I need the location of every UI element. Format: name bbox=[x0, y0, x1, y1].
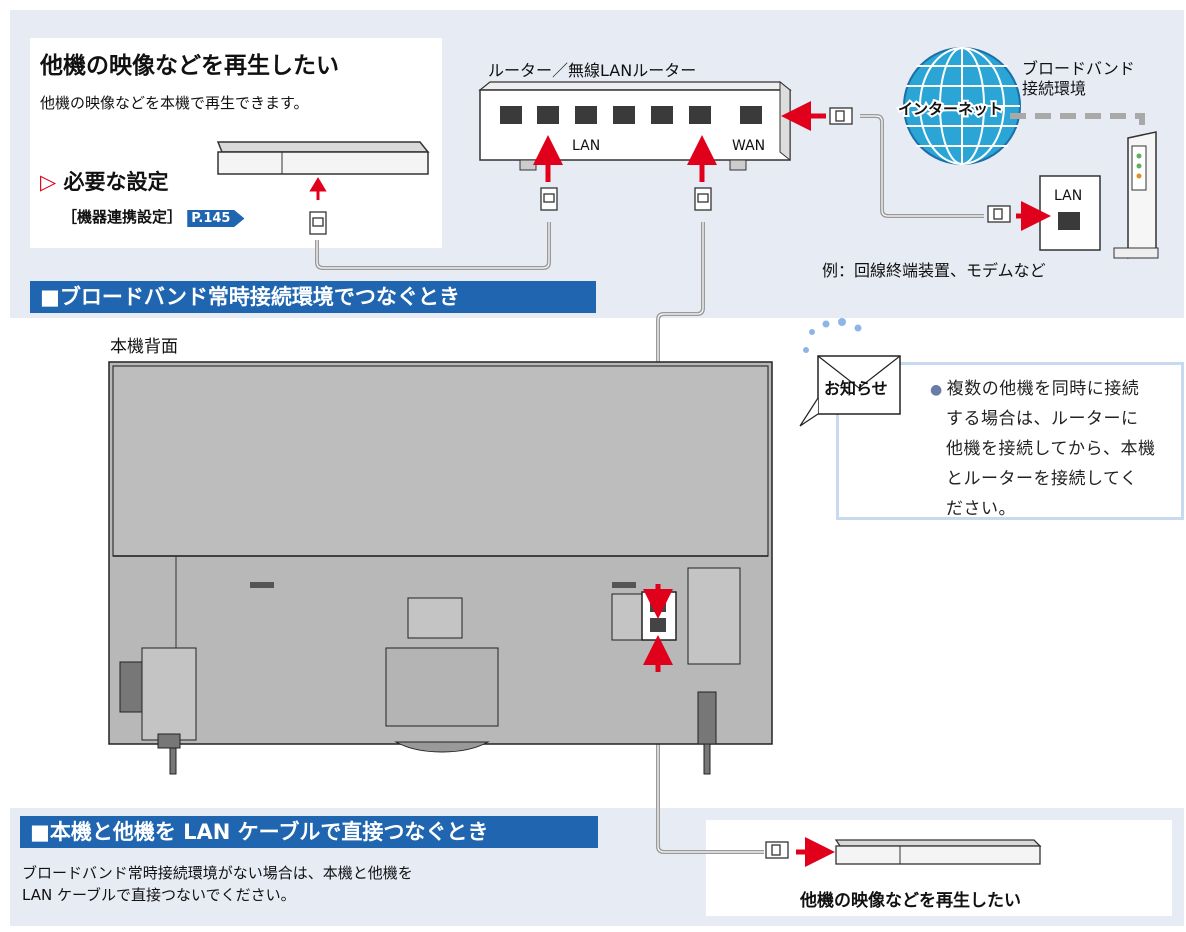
broadband-title-line1: ブロードバンド bbox=[1022, 59, 1135, 78]
setting-name: ［機器連携設定］ bbox=[62, 208, 183, 226]
router-title: ルーター／無線LANルーター bbox=[488, 61, 696, 80]
notice-line: する場合は、ルーターに bbox=[946, 409, 1139, 429]
notice-line: とルーターを接続してく bbox=[946, 469, 1138, 489]
tv-label: 本機背面 bbox=[110, 337, 178, 357]
playback-title: 他機の映像などを再生したい bbox=[40, 53, 339, 79]
notice-badge bbox=[799, 318, 901, 427]
router-lan-label: LAN bbox=[572, 138, 600, 154]
cable-recorder-router bbox=[315, 222, 551, 270]
internet-dashed-link bbox=[1010, 113, 1145, 132]
modem-device bbox=[1113, 131, 1159, 259]
direct-section-title: ■本機と他機を LAN ケーブルで直接つなぐとき bbox=[20, 816, 598, 848]
modem-example: 例：回線終端装置、モデムなど bbox=[822, 261, 1046, 280]
router-device bbox=[478, 80, 792, 171]
arrow-to-recorder bbox=[309, 177, 327, 200]
notice-line: ださい。 bbox=[946, 499, 1016, 519]
setting-reference: ［機器連携設定］ P.145 bbox=[62, 206, 245, 227]
modem-lan-label: LAN bbox=[1054, 188, 1082, 204]
broadband-section-title: ■ブロードバンド常時接続環境でつなぐとき bbox=[30, 281, 596, 313]
direct-desc-line1: ブロードバンド常時接続環境がない場合は、本機と他機を bbox=[22, 864, 413, 882]
internet-label: インターネット bbox=[898, 100, 1003, 118]
playback-subtitle: 他機の映像などを本機で再生できます。 bbox=[40, 94, 309, 112]
required-settings: ▷ 必要な設定 bbox=[40, 166, 168, 196]
recorder-device bbox=[216, 141, 430, 175]
tv-rear bbox=[108, 361, 773, 775]
internet-globe-icon bbox=[903, 47, 1021, 165]
notice-line: ●複数の他機を同時に接続 bbox=[930, 379, 1140, 399]
triangle-right-icon: ▷ bbox=[40, 170, 57, 194]
notice-line: 他機を接続してから、本機 bbox=[946, 439, 1156, 459]
router-wan-label: WAN bbox=[732, 138, 765, 154]
bottom-device-caption: 他機の映像などを再生したい bbox=[800, 891, 1021, 911]
bottom-device-box bbox=[706, 820, 1172, 916]
broadband-title-line2: 接続環境 bbox=[1022, 79, 1086, 98]
page-reference-badge[interactable]: P.145 bbox=[187, 210, 245, 227]
required-settings-label: 必要な設定 bbox=[63, 170, 169, 194]
direct-desc-line2: LAN ケーブルで直接つないでください。 bbox=[22, 886, 296, 904]
bottom-recorder-device bbox=[834, 839, 1042, 865]
notice-badge-label: お知らせ bbox=[824, 379, 888, 398]
bullet-icon: ● bbox=[930, 382, 943, 398]
